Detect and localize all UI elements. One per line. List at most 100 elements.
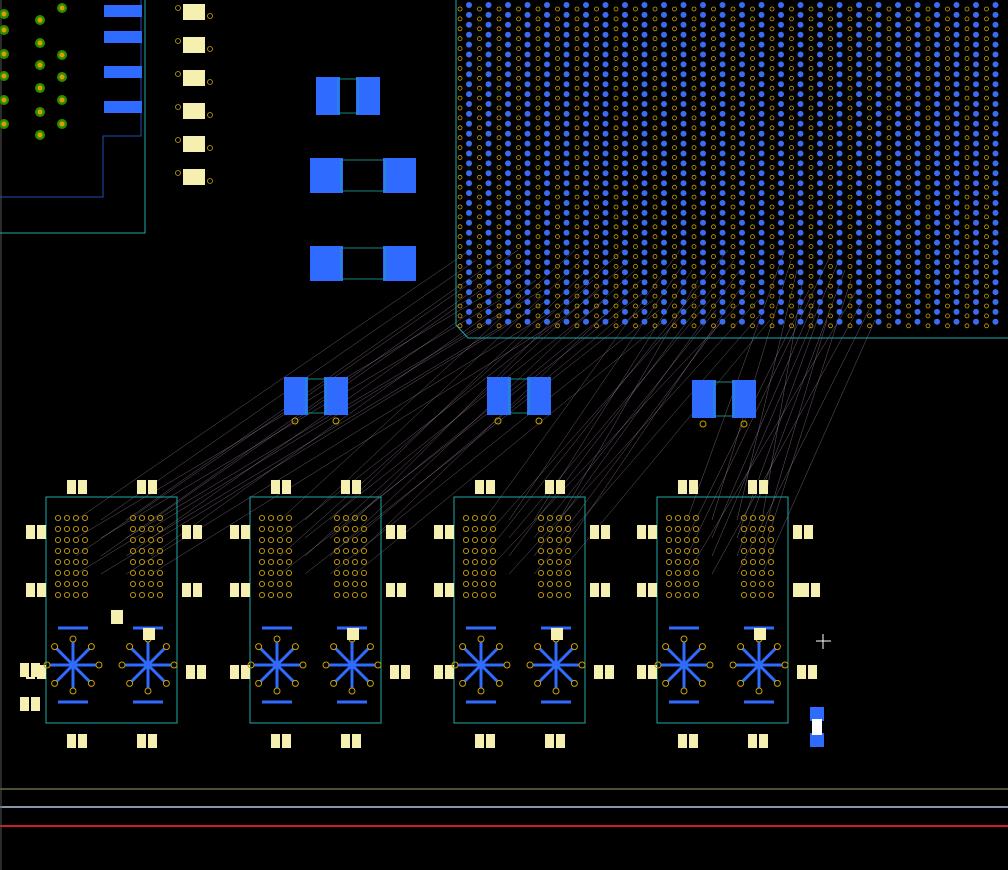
block-via [129, 558, 137, 566]
bga-ball [641, 2, 648, 8]
bga-via [945, 26, 950, 32]
resistor-medium-outline [713, 381, 735, 417]
block-via [758, 558, 766, 566]
block-via [156, 591, 164, 599]
ratsnest-line [533, 309, 765, 575]
bga-via [730, 323, 736, 329]
bga-ball [544, 41, 550, 48]
bga-via [828, 254, 833, 259]
bga-ball [466, 130, 472, 137]
bga-via [769, 56, 775, 61]
bga-ball [992, 2, 999, 8]
bga-via [691, 313, 697, 319]
bga-ball [563, 209, 570, 216]
bga-via [886, 164, 892, 170]
bga-via [594, 323, 599, 329]
bga-via [925, 293, 931, 299]
bga-via [964, 66, 970, 71]
bga-via [613, 95, 619, 101]
bga-ball [895, 140, 901, 147]
fanout-trace [463, 663, 483, 683]
block-smd-pad-gap [191, 525, 193, 539]
bga-via [613, 46, 619, 51]
block-via [564, 514, 572, 522]
memory-blocks[interactable] [20, 480, 820, 748]
bga-via [750, 36, 755, 42]
bga-via [789, 16, 794, 22]
block-via [674, 525, 682, 533]
block-via [267, 580, 275, 588]
bga-ball [524, 150, 531, 157]
bga-via [964, 254, 970, 259]
block-via [471, 547, 479, 555]
block-via [258, 569, 266, 577]
bga-via [964, 303, 970, 309]
bga-via [750, 323, 755, 329]
bga-via [594, 125, 599, 131]
block-via [537, 591, 545, 599]
passive-components[interactable] [284, 77, 824, 747]
bga-ball [797, 160, 804, 167]
bga-via [808, 283, 814, 289]
bga-ball [544, 51, 550, 58]
bga-via [574, 135, 580, 141]
bga-via [984, 184, 989, 190]
bga-ball [524, 219, 531, 226]
small-component-column[interactable] [175, 4, 213, 185]
bga-ball [739, 11, 745, 18]
bga-via [711, 323, 716, 329]
bga-via [847, 184, 853, 190]
capacitor-large-pad [310, 246, 343, 281]
bga-via [535, 16, 541, 22]
bga-ball [622, 71, 628, 78]
bga-ball [583, 11, 589, 18]
bga-via [691, 204, 697, 210]
fanout-trace [554, 647, 574, 667]
bga-ball [602, 61, 609, 68]
block-smd-pad-gap [443, 665, 445, 679]
fanout-via [459, 643, 467, 651]
bga-ball [895, 229, 901, 236]
bga-ball [836, 160, 843, 167]
bga-via [652, 204, 658, 210]
bga-via [516, 56, 521, 61]
bga-via [633, 66, 638, 71]
bga-via [789, 6, 794, 12]
bga-via [711, 313, 716, 319]
bga-ball [992, 130, 999, 137]
block-via [564, 569, 572, 577]
bga-via [984, 204, 989, 210]
bga-via [672, 214, 677, 220]
bga-via [516, 85, 521, 91]
bga-via [769, 125, 775, 131]
bga-via [535, 36, 541, 42]
bga-via [633, 155, 638, 160]
bga-via [886, 155, 892, 160]
bga-ball [602, 91, 609, 98]
block-via [537, 525, 545, 533]
bga-footprint[interactable] [455, 0, 1008, 339]
block-smd-pad-gap [395, 525, 397, 539]
bga-via [750, 283, 755, 289]
bga-ball [505, 31, 511, 38]
block-via [72, 558, 80, 566]
bga-via [906, 164, 911, 170]
via [535, 417, 543, 425]
bga-via [457, 323, 463, 329]
bga-ball [466, 31, 472, 38]
fanout-trace [682, 663, 702, 683]
connector-footprint[interactable] [0, 0, 146, 234]
bga-ball [466, 160, 472, 167]
block-via [683, 569, 691, 577]
block-via [674, 591, 682, 599]
bga-via [769, 224, 775, 230]
block-via [63, 569, 71, 577]
bga-via [828, 214, 833, 220]
block-via [342, 536, 350, 544]
bga-via [555, 263, 560, 269]
bga-via [828, 194, 833, 200]
bga-via [906, 273, 911, 279]
fanout-via [247, 661, 255, 669]
bga-ball [817, 2, 823, 8]
